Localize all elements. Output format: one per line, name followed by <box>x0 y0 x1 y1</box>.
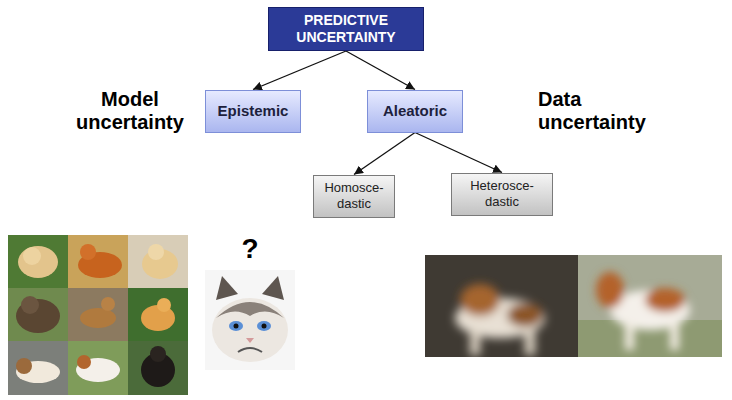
illustration-part <box>16 358 32 374</box>
illustration-part <box>23 247 41 265</box>
illustration-part <box>455 284 545 355</box>
illustration-part <box>625 322 634 350</box>
illustration-part <box>578 255 722 357</box>
dog-photo-grid <box>8 235 188 395</box>
question-mark: ? <box>235 233 265 265</box>
subcategory-box: Heterosce- dastic <box>451 173 553 216</box>
illustration-part <box>8 288 68 341</box>
illustration-part <box>128 341 188 395</box>
illustration-part <box>77 355 91 369</box>
illustration-part <box>68 341 128 395</box>
illustration-part <box>150 346 166 362</box>
illustration-part <box>246 338 254 343</box>
illustration-part <box>238 348 262 352</box>
box-text: Heterosce- dastic <box>458 178 546 210</box>
illustration-part <box>507 303 543 327</box>
illustration-part <box>216 276 238 300</box>
illustration-part <box>262 324 267 329</box>
category-box: Epistemic <box>205 90 301 133</box>
illustration-part <box>234 324 239 329</box>
illustration-part <box>128 288 188 341</box>
side-label: Model uncertainty <box>68 88 192 134</box>
illustration-part <box>229 321 243 331</box>
box-text: Aleatoric <box>383 102 447 120</box>
illustration-part <box>68 235 128 288</box>
arrow-connector <box>253 51 346 90</box>
category-box: Aleatoric <box>367 90 463 133</box>
illustration-part <box>21 296 39 314</box>
blurred-dog-photo <box>425 255 578 357</box>
arrow-connector <box>354 133 415 175</box>
illustration-part <box>645 288 685 312</box>
illustration-part <box>596 272 624 308</box>
illustration-part <box>157 298 171 312</box>
illustration-part <box>216 302 284 318</box>
illustration-part <box>101 297 115 311</box>
illustration-part <box>470 330 480 355</box>
illustration-part <box>262 276 284 300</box>
illustration-part <box>257 321 271 331</box>
illustration-part <box>212 298 288 362</box>
box-text: Epistemic <box>218 102 289 120</box>
illustration-part <box>596 272 690 350</box>
arrow-connector <box>415 133 502 173</box>
blurred-dog-photo <box>578 255 722 357</box>
illustration-part <box>8 235 68 288</box>
illustration-part <box>80 244 96 260</box>
illustration-part <box>8 341 68 395</box>
illustration-part <box>670 322 679 350</box>
illustration-part <box>425 255 578 357</box>
illustration-part <box>128 235 188 288</box>
illustration-part <box>205 270 295 370</box>
illustration-part <box>148 244 164 260</box>
box-text: Homosce- dastic <box>320 180 388 212</box>
illustration-part <box>141 305 175 331</box>
cat-photo <box>205 270 295 370</box>
arrow-connector <box>346 51 415 90</box>
illustration-part <box>18 246 58 278</box>
illustration-part <box>525 330 535 355</box>
root-box: PREDICTIVE UNCERTAINTY <box>268 7 424 51</box>
illustration-part <box>460 284 500 316</box>
illustration-part <box>80 308 116 328</box>
subcategory-box: Homosce- dastic <box>313 175 395 218</box>
illustration-part <box>68 288 128 341</box>
side-label: Data uncertainty <box>538 88 638 134</box>
box-text: PREDICTIVE UNCERTAINTY <box>277 12 415 46</box>
